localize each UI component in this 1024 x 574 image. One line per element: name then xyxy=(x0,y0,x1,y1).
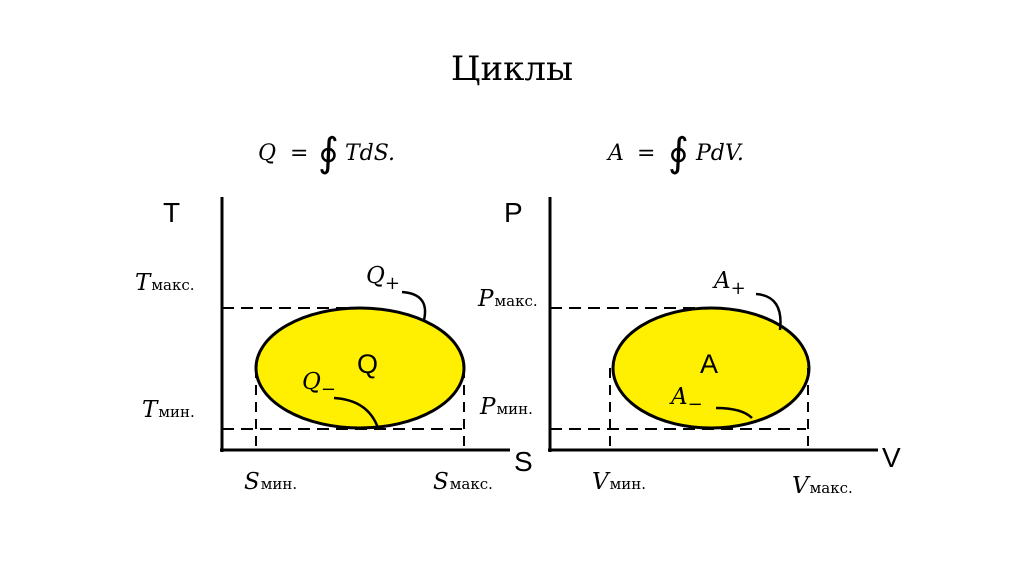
ts-tmax-label: Tмакс. xyxy=(135,270,195,296)
ts-qminus-label: Q− xyxy=(302,369,336,400)
ts-qminus-leader xyxy=(333,396,380,429)
pv-y-axis-label: P xyxy=(504,197,523,228)
pv-aplus-leader xyxy=(755,292,782,331)
formula-right-rhs: PdV. xyxy=(695,141,744,166)
pv-aplus-label: A+ xyxy=(712,268,746,299)
formula-left-eq: = xyxy=(290,141,308,166)
pv-aminus-leader xyxy=(715,406,753,419)
ts-tmin-label: Tмин. xyxy=(142,397,195,423)
ts-x-axis-label: S xyxy=(514,446,533,477)
ts-diagram: T S Tмакс. Tмин. Sмин. Sмакс. Q Q+ Q− xyxy=(135,197,533,495)
ts-qplus-label: Q+ xyxy=(366,263,400,294)
pv-x-axis-label: V xyxy=(882,442,901,473)
ts-center-label: Q xyxy=(357,349,378,379)
ts-smin-label: Sмин. xyxy=(244,469,297,495)
pv-vmax-label: Vмакс. xyxy=(792,473,853,499)
formula-right-integral: ∮ xyxy=(668,130,689,176)
formula-left-rhs: TdS. xyxy=(345,141,395,166)
pv-pmax-label: Pмакс. xyxy=(477,286,538,312)
pv-aminus-label: A− xyxy=(669,384,703,415)
ts-y-axis-label: T xyxy=(163,197,180,228)
pv-pmin-label: Pмин. xyxy=(479,394,533,420)
pv-diagram: P V Pмакс. Pмин. Vмин. Vмакс. A A+ A− xyxy=(477,197,901,499)
page-title: Циклы xyxy=(451,49,573,89)
formula-right-eq: = xyxy=(637,141,655,166)
ts-qplus-leader xyxy=(401,290,427,321)
pv-vmin-label: Vмин. xyxy=(592,469,646,495)
formula-right-lhs: A xyxy=(606,141,624,166)
formula-right: A = ∮ PdV. xyxy=(606,130,744,176)
pv-center-label: A xyxy=(700,349,718,379)
formula-left-lhs: Q xyxy=(258,141,276,166)
formula-left: Q = ∮ TdS. xyxy=(258,130,395,176)
ts-smax-label: Sмакс. xyxy=(433,469,493,495)
formula-left-integral: ∮ xyxy=(318,130,339,176)
